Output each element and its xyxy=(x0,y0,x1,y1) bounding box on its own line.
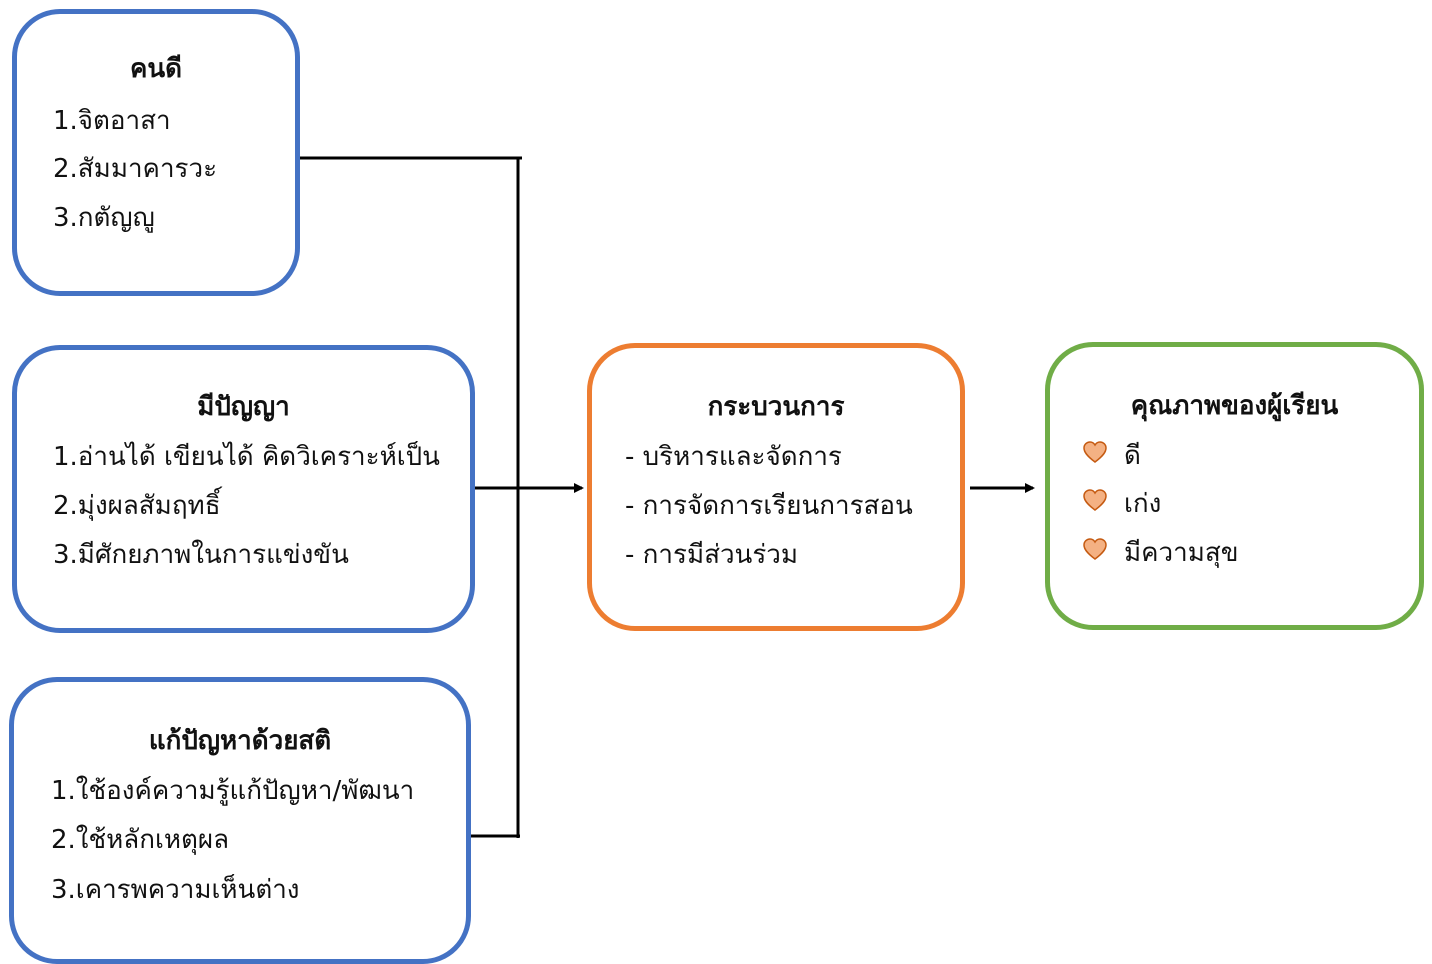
process-box: กระบวนการ - บริหารและจัดการ - การจัดการเ… xyxy=(587,343,965,631)
mindful-box: แก้ปัญหาด้วยสติ 1.ใช้องค์ความรู้แก้ปัญหา… xyxy=(9,677,471,964)
heart-icon xyxy=(1083,441,1107,463)
mindful-item-3: 3.เคารพความเห็นต่าง xyxy=(51,875,300,905)
process-title: กระบวนการ xyxy=(707,392,845,422)
quality-box: คุณภาพของผู้เรียน ดี เก่ง มีความสุข xyxy=(1045,342,1424,630)
wisdom-item-1: 1.อ่านได้ เขียนได้ คิดวิเคราะห์เป็น xyxy=(53,442,440,472)
wisdom-box: มีปัญญา 1.อ่านได้ เขียนได้ คิดวิเคราะห์เ… xyxy=(12,345,475,633)
heart-icon xyxy=(1083,538,1107,560)
quality-item-1: ดี xyxy=(1124,441,1141,471)
mindful-item-1: 1.ใช้องค์ความรู้แก้ปัญหา/พัฒนา xyxy=(51,776,415,806)
good-person-box: คนดี 1.จิตอาสา 2.สัมมาคารวะ 3.กตัญญู xyxy=(12,9,300,296)
good-person-item-1: 1.จิตอาสา xyxy=(53,106,171,136)
process-item-3: - การมีส่วนร่วม xyxy=(625,540,799,570)
wisdom-item-3: 3.มีศักยภาพในการแข่งขัน xyxy=(53,540,349,570)
good-person-title: คนดี xyxy=(129,54,183,84)
process-item-2: - การจัดการเรียนการสอน xyxy=(625,491,913,521)
heart-icon xyxy=(1083,489,1107,511)
mindful-item-2: 2.ใช้หลักเหตุผล xyxy=(51,825,230,855)
quality-item-2: เก่ง xyxy=(1124,489,1162,519)
wisdom-item-2: 2.มุ่งผลสัมฤทธิ์ xyxy=(53,491,221,521)
quality-title: คุณภาพของผู้เรียน xyxy=(1130,391,1339,421)
good-person-item-2: 2.สัมมาคารวะ xyxy=(53,154,218,184)
process-item-1: - บริหารและจัดการ xyxy=(625,442,842,472)
good-person-item-3: 3.กตัญญู xyxy=(53,203,155,233)
wisdom-title: มีปัญญา xyxy=(197,392,290,422)
quality-item-3: มีความสุข xyxy=(1124,538,1239,568)
mindful-title: แก้ปัญหาด้วยสติ xyxy=(148,726,332,756)
